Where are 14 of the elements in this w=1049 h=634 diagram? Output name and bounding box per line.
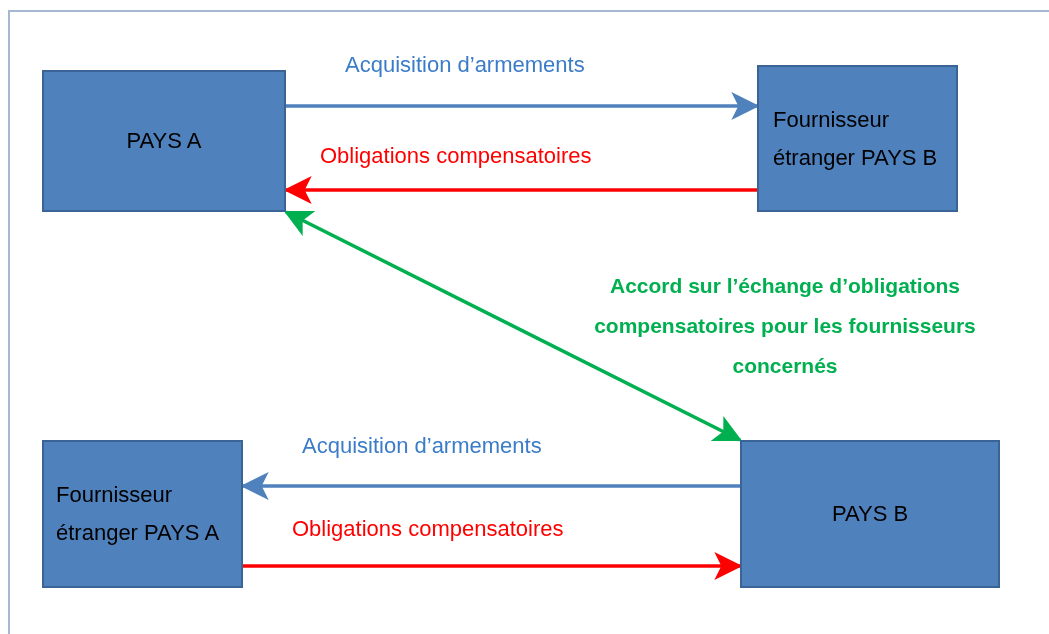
edge-label: Acquisition d’armements bbox=[302, 433, 542, 459]
box-label: PAYS A bbox=[126, 127, 202, 155]
edge-label: Acquisition d’armements bbox=[345, 52, 585, 78]
edge-label: Accord sur l’échange d’obligations compensatoires pour les fournisseurs concernés bbox=[593, 273, 977, 379]
edge-label: Obligations compensatoires bbox=[320, 143, 592, 169]
box bbox=[757, 65, 958, 212]
box bbox=[42, 70, 286, 212]
box bbox=[42, 440, 243, 588]
arrow bbox=[283, 210, 743, 442]
box-label: Fournisseur étranger PAYS B bbox=[773, 105, 939, 172]
box-label: PAYS B bbox=[831, 500, 909, 528]
box-label: Fournisseur étranger PAYS A bbox=[56, 481, 221, 547]
box bbox=[740, 440, 1000, 588]
edge-label: Obligations compensatoires bbox=[292, 516, 564, 542]
